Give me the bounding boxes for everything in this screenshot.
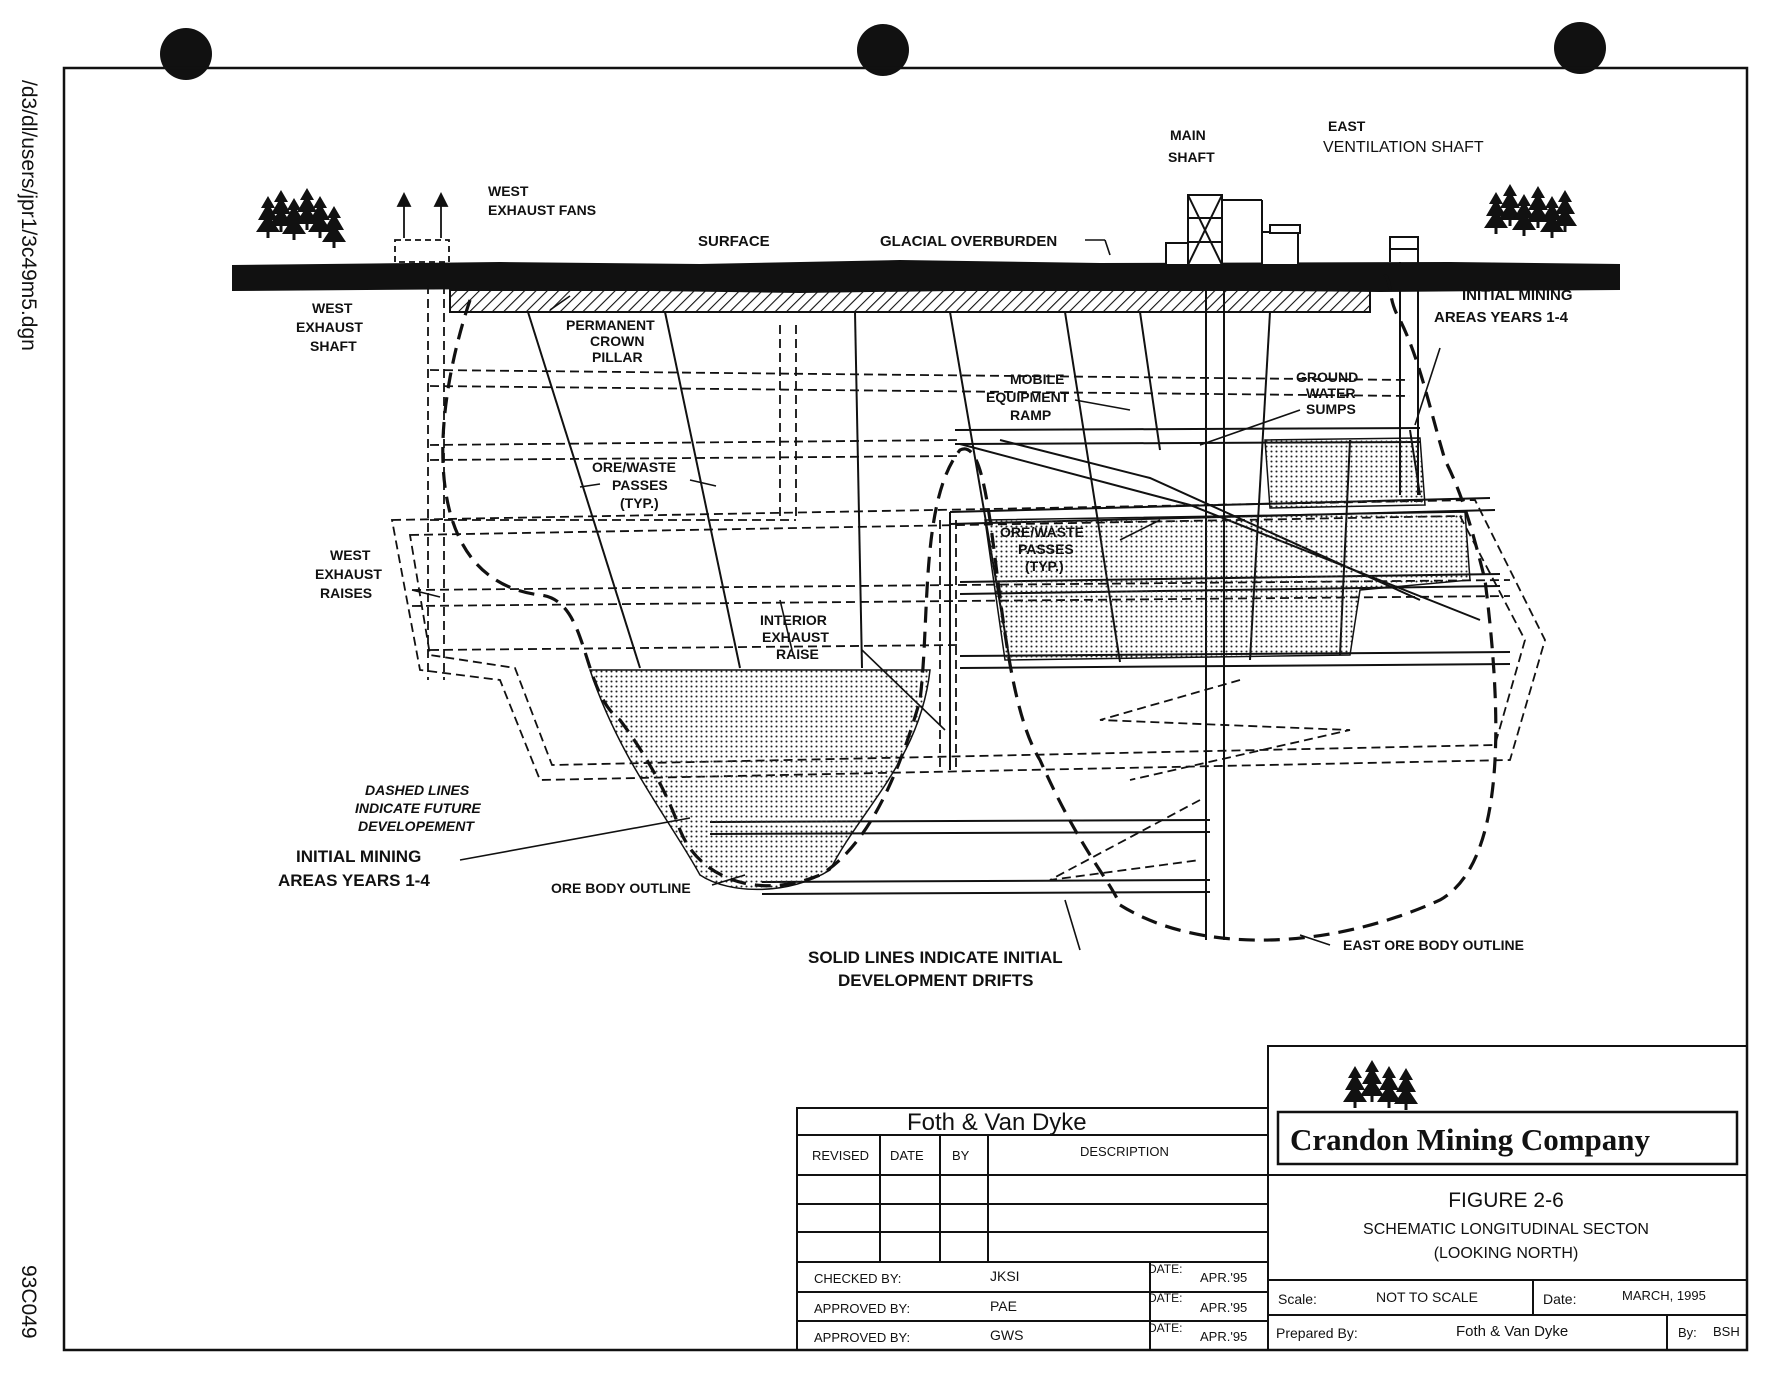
figure-number: FIGURE 2-6 — [1448, 1189, 1564, 1212]
label-interior-2: EXHAUST — [762, 629, 829, 645]
approval-role: APPROVED BY: — [814, 1301, 910, 1316]
title-block — [1267, 1045, 1748, 1351]
glacial-overburden-band — [232, 260, 1620, 293]
approval-initials: JKSI — [990, 1268, 1020, 1284]
east-upper-stope — [1264, 437, 1426, 509]
label-initial-east-1: INITIAL MINING — [1462, 287, 1573, 304]
label-ore-waste2-3: (TYP.) — [1025, 558, 1064, 574]
label-main-shaft-1: MAIN — [1170, 127, 1206, 143]
figure-subtitle: (LOOKING NORTH) — [1434, 1245, 1579, 1262]
label-initial-east-2: AREAS YEARS 1-4 — [1434, 309, 1569, 326]
approval-date: APR.'95 — [1200, 1300, 1247, 1315]
revision-text: Foth & Van Dyke REVISED DATE BY DESCRIPT… — [812, 1109, 1247, 1345]
file-path: /d3/dl/users/jpr1/3c49m5.dgn — [17, 80, 40, 351]
approval-role: CHECKED BY: — [814, 1271, 901, 1286]
approval-date: APR.'95 — [1200, 1329, 1247, 1344]
label-mobile-1: MOBILE — [1010, 371, 1064, 387]
diagram-labels: WEST EXHAUST FANS SURFACE GLACIAL OVERBU… — [278, 118, 1573, 990]
by-value: BSH — [1713, 1324, 1740, 1339]
label-ore-waste-3: (TYP.) — [620, 495, 659, 511]
col-revised: REVISED — [812, 1148, 869, 1163]
label-ore-waste-1: ORE/WASTE — [592, 459, 676, 475]
label-west-shaft-1: WEST — [312, 300, 353, 316]
label-glacial: GLACIAL OVERBURDEN — [880, 233, 1057, 250]
label-main-shaft-2: SHAFT — [1168, 149, 1215, 165]
label-east-vent-1: EAST — [1328, 118, 1366, 134]
label-surface: SURFACE — [698, 233, 770, 250]
scale-label: Scale: — [1278, 1291, 1317, 1307]
label-west-raises-2: EXHAUST — [315, 566, 382, 582]
west-exhaust-fans — [394, 191, 450, 263]
date-label: Date: — [1543, 1291, 1576, 1307]
label-dashed-2: INDICATE FUTURE — [355, 800, 481, 816]
label-ore-outline: ORE BODY OUTLINE — [551, 880, 691, 896]
binder-hole-center — [857, 24, 909, 76]
label-east-vent-2: VENTILATION SHAFT — [1323, 139, 1484, 156]
date-value: MARCH, 1995 — [1622, 1288, 1706, 1303]
label-interior-1: INTERIOR — [760, 612, 827, 628]
approval-date: APR.'95 — [1200, 1270, 1247, 1285]
figure-title: SCHEMATIC LONGITUDINAL SECTON — [1363, 1221, 1649, 1238]
scale-value: NOT TO SCALE — [1376, 1289, 1478, 1305]
approval-initials: GWS — [990, 1327, 1023, 1343]
approval-role: APPROVED BY: — [814, 1330, 910, 1345]
label-gw-1: GROUND — [1296, 369, 1358, 385]
trees-east — [1484, 184, 1577, 238]
by-label: By: — [1678, 1325, 1697, 1340]
label-west-fans-1: WEST — [488, 183, 529, 199]
label-mobile-3: RAMP — [1010, 407, 1051, 423]
label-gw-3: SUMPS — [1306, 401, 1356, 417]
label-gw-2: WATER — [1306, 385, 1356, 401]
label-solid-1: SOLID LINES INDICATE INITIAL — [808, 948, 1063, 967]
label-crown-2: CROWN — [590, 333, 644, 349]
label-west-shaft-3: SHAFT — [310, 338, 357, 354]
title-text: Crandon Mining Company FIGURE 2-6 SCHEMA… — [1276, 1122, 1740, 1341]
prepared-label: Prepared By: — [1276, 1325, 1358, 1341]
label-solid-2: DEVELOPMENT DRIFTS — [838, 971, 1034, 990]
west-ore-body — [588, 669, 931, 891]
ore-body-outlines — [441, 268, 1498, 942]
label-crown-1: PERMANENT — [566, 317, 655, 333]
company-logo-trees — [1343, 1060, 1418, 1110]
permanent-crown-pillar — [449, 289, 1371, 313]
label-ore-waste2-2: PASSES — [1018, 541, 1074, 557]
label-interior-3: RAISE — [776, 646, 819, 662]
approval-initials: PAE — [990, 1298, 1017, 1314]
label-mobile-2: EQUIPMENT — [986, 389, 1070, 405]
prepared-value: Foth & Van Dyke — [1456, 1323, 1568, 1340]
approval-date-label: DATE: — [1148, 1291, 1182, 1305]
main-shaft-headframe — [1165, 194, 1419, 266]
label-west-raises-3: RAISES — [320, 585, 372, 601]
leader-lines — [411, 239, 1441, 951]
col-date: DATE — [890, 1148, 924, 1163]
col-by: BY — [952, 1148, 970, 1163]
drawing-number: 93C049 — [17, 1265, 40, 1339]
revision-company: Foth & Van Dyke — [907, 1109, 1087, 1136]
approval-date-label: DATE: — [1148, 1321, 1182, 1335]
label-initial-west-1: INITIAL MINING — [296, 847, 421, 866]
label-ore-waste-2: PASSES — [612, 477, 668, 493]
binder-hole-left — [160, 28, 212, 80]
client-name: Crandon Mining Company — [1290, 1122, 1651, 1157]
label-west-fans-2: EXHAUST FANS — [488, 202, 596, 218]
label-ore-waste2-1: ORE/WASTE — [1000, 524, 1084, 540]
binder-hole-right — [1554, 22, 1606, 74]
label-dashed-1: DASHED LINES — [365, 782, 470, 798]
label-east-ore: EAST ORE BODY OUTLINE — [1343, 937, 1524, 953]
label-crown-3: PILLAR — [592, 349, 643, 365]
approval-date-label: DATE: — [1148, 1262, 1182, 1276]
label-west-raises-1: WEST — [330, 547, 371, 563]
label-initial-west-2: AREAS YEARS 1-4 — [278, 871, 430, 890]
trees-west — [256, 188, 346, 248]
label-west-shaft-2: EXHAUST — [296, 319, 363, 335]
label-dashed-3: DEVELOPEMENT — [358, 818, 475, 834]
col-description: DESCRIPTION — [1080, 1144, 1169, 1159]
